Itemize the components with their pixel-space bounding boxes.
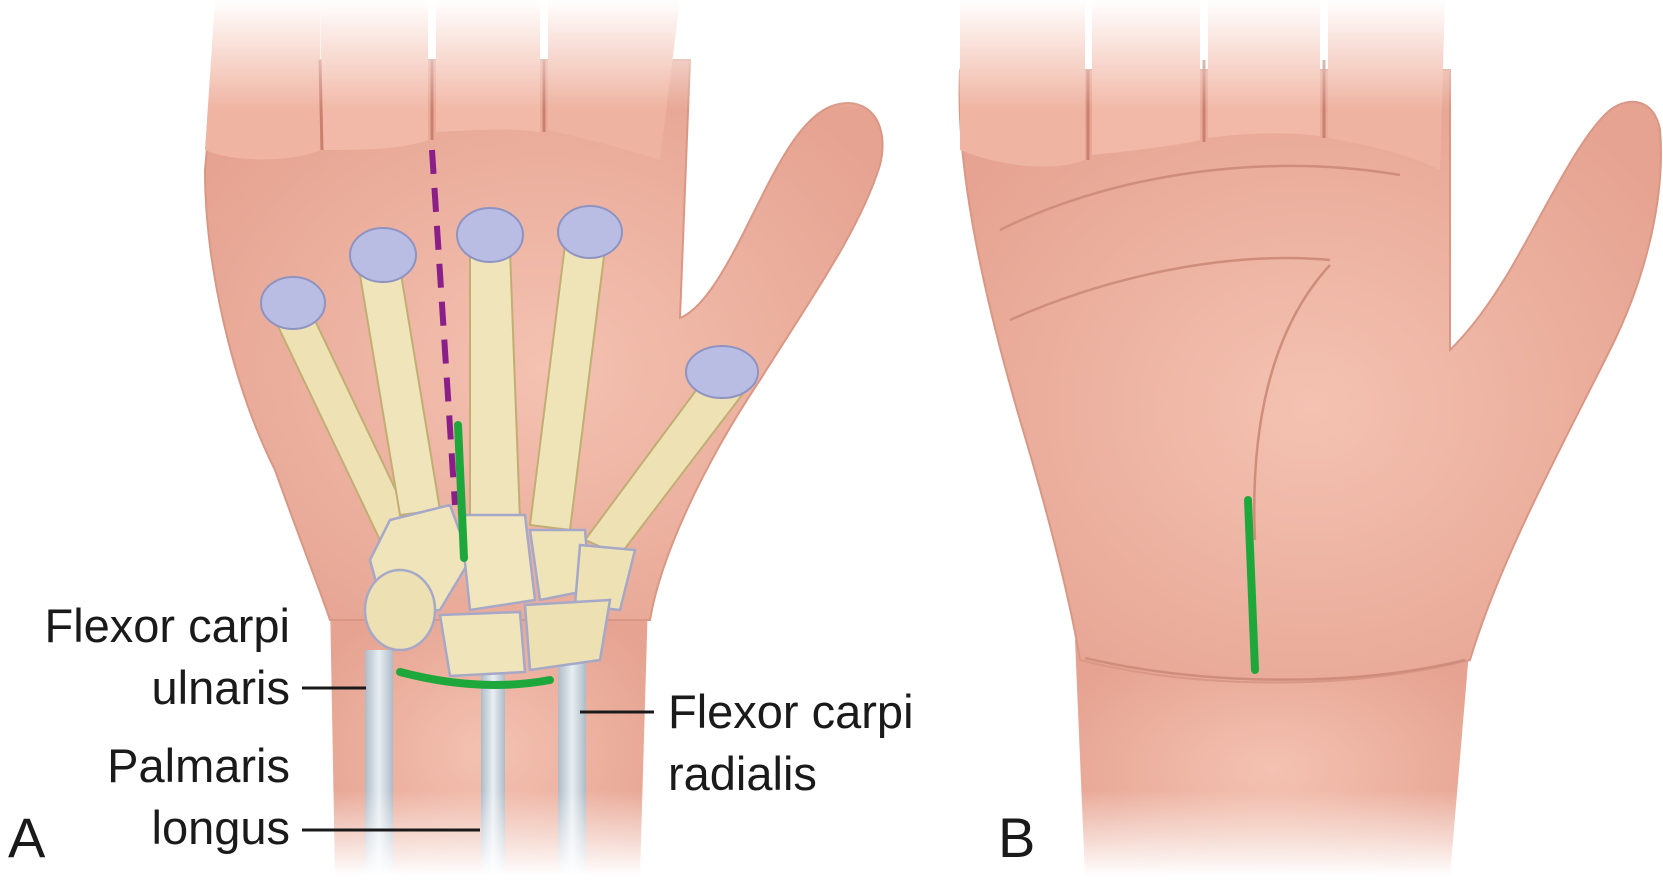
panel-b-top-fade [940, 0, 1460, 110]
crease-distal [999, 164, 1401, 232]
cartilage-cap [260, 276, 326, 330]
panel-a-bottom-fade [300, 790, 680, 876]
panel-b-palm [958, 69, 1662, 684]
panel-letter-a: A [8, 806, 46, 869]
carpal-bone [458, 513, 537, 612]
panel-b-hand [940, 0, 1662, 876]
crease-wrist [1084, 656, 1466, 681]
panel-b-bottom-fade [1060, 790, 1480, 876]
panel-letter-b: B [998, 806, 1036, 869]
label-fcu-line1: Flexor carpi [44, 599, 290, 652]
cartilage-cap [349, 227, 417, 283]
carpal-bone [523, 598, 612, 672]
cartilage-cap [456, 207, 524, 263]
panel-a-incision-wrist-crease [396, 668, 554, 689]
label-fcr-line1: Flexor carpi [668, 685, 914, 738]
carpal-bone [438, 610, 527, 678]
label-pl-line1: Palmaris [107, 739, 290, 792]
panel-b-incision-longitudinal [1244, 496, 1259, 674]
label-fcu-line2: ulnaris [151, 661, 290, 714]
carpal-bone [573, 543, 637, 612]
panel-a-metacarpals [273, 243, 744, 557]
panel-a-carpals [363, 503, 637, 678]
cartilage-cap [557, 205, 623, 259]
label-fcr-line2: radialis [668, 747, 817, 800]
metacarpal-3 [469, 249, 522, 527]
label-pl-line2: longus [151, 801, 291, 854]
panel-a-dashed-axis [429, 149, 458, 506]
panel-a-metacarpal-heads [260, 205, 759, 399]
panel-b-palm-creases [999, 164, 1466, 681]
carpal-bone [363, 568, 437, 652]
panel-a-hand [180, 0, 900, 876]
cartilage-cap [685, 345, 759, 399]
panel-a-top-fade [180, 0, 900, 110]
crease-thenar [1253, 264, 1331, 541]
crease-proximal [1009, 256, 1331, 322]
panel-a-incision-longitudinal [454, 421, 468, 562]
